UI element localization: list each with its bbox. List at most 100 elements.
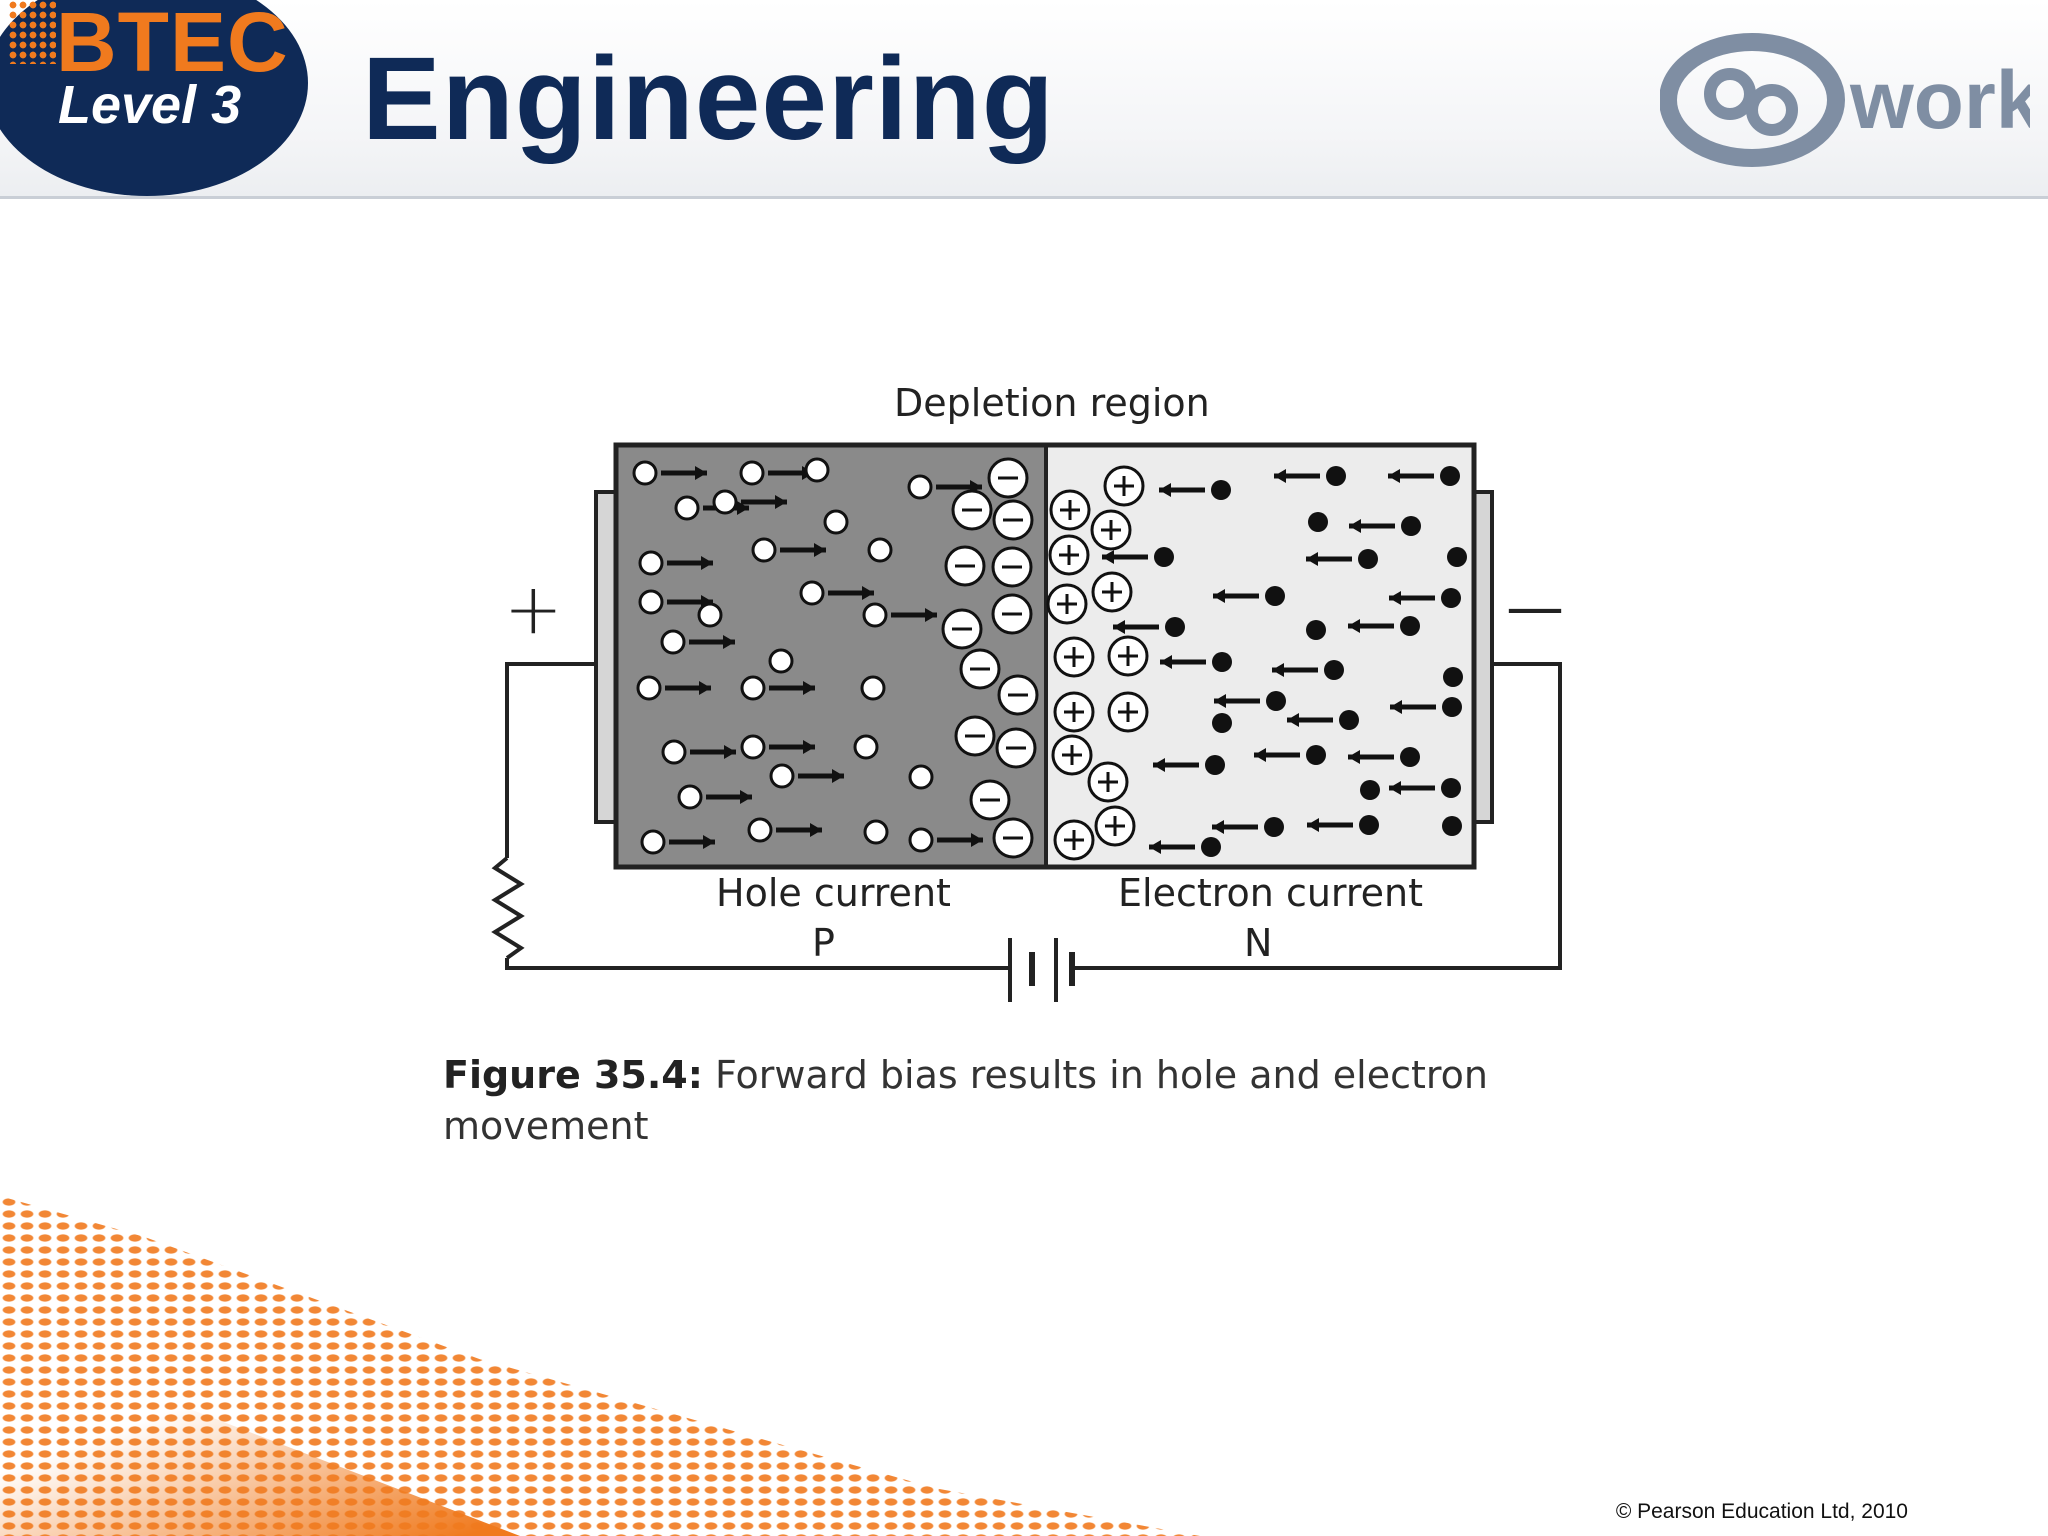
badge-subtitle: Level 3: [58, 75, 242, 135]
hole-carrier: [804, 457, 830, 483]
hole-carrier: [768, 648, 794, 674]
negative-ion-icon: [954, 715, 996, 757]
negative-ion-icon: [995, 727, 1037, 769]
n-type-label: N: [1244, 921, 1273, 965]
hole-carrier: [867, 537, 893, 563]
left-wire: [505, 662, 596, 858]
electron-carrier: [1254, 745, 1326, 765]
figure-number: Figure 35.4:: [443, 1053, 703, 1097]
positive-ion-icon: [1090, 509, 1132, 551]
negative-ion-icon: [944, 545, 986, 587]
electron-carrier: [1390, 697, 1462, 717]
hole-carrier: [908, 827, 983, 853]
electron-current-label: Electron current: [1118, 871, 1424, 915]
electron-carrier: [1348, 747, 1420, 767]
hole-carrier: [740, 675, 815, 701]
hole-carrier: [636, 675, 711, 701]
minus-terminal-label: —: [1506, 573, 1564, 641]
hole-carrier: [799, 580, 874, 606]
negative-ion-icon: [992, 817, 1034, 859]
positive-ion-icon: [1091, 571, 1133, 613]
positive-ion-icon: [1053, 819, 1095, 861]
negative-ion-icon: [992, 499, 1034, 541]
badge-title: BTEC: [56, 0, 289, 89]
p-end-plate: [594, 490, 618, 824]
electron-carrier: [1274, 466, 1346, 486]
positive-ion-icon: [1107, 691, 1149, 733]
electron-carrier: [1389, 778, 1461, 798]
hole-carrier: [712, 489, 787, 515]
hole-carrier: [660, 629, 735, 655]
electron-carrier: [1443, 667, 1463, 687]
logo-female-symbol-icon: [1704, 68, 1756, 120]
hole-carrier: [863, 819, 889, 845]
electron-carrier: [1306, 549, 1378, 569]
negative-ion-icon: [991, 593, 1033, 635]
negative-ion-icon: [941, 608, 983, 650]
electron-carrier: [1160, 652, 1232, 672]
electron-carrier: [1159, 480, 1231, 500]
right-wire: [1072, 662, 1562, 970]
electron-carrier: [1212, 713, 1232, 733]
electron-carrier: [1306, 620, 1326, 640]
hole-carrier: [747, 817, 822, 843]
hole-carrier: [907, 474, 982, 500]
electron-carrier: [1442, 816, 1462, 836]
electron-carrier: [1348, 616, 1420, 636]
electron-carrier: [1149, 837, 1221, 857]
negative-ion-icon: [997, 674, 1039, 716]
electron-carrier: [1272, 660, 1344, 680]
hole-carrier: [632, 460, 707, 486]
hole-carrier: [751, 537, 826, 563]
hole-current-label: Hole current: [716, 871, 951, 915]
negative-ion-icon: [987, 457, 1029, 499]
resistor-icon: [491, 856, 525, 960]
negative-ion-icon: [959, 648, 1001, 690]
p-type-label: P: [812, 921, 835, 965]
depletion-region-label: Depletion region: [894, 381, 1210, 425]
page-title: Engineering: [362, 33, 1055, 165]
electron-carrier: [1447, 547, 1467, 567]
figure-caption: Figure 35.4: Forward bias results in hol…: [443, 1050, 1493, 1152]
hole-carrier: [740, 734, 815, 760]
electron-carrier: [1213, 586, 1285, 606]
positive-ion-icon: [1087, 761, 1129, 803]
negative-ions: [941, 457, 1039, 859]
electron-carrier: [1307, 815, 1379, 835]
electron-carrier: [1388, 466, 1460, 486]
hole-carrier: [640, 829, 715, 855]
plus-terminal-label: +: [504, 568, 563, 650]
copyright-notice: © Pearson Education Ltd, 2010: [1615, 1500, 1908, 1523]
bottom-left-wire: [505, 958, 1010, 970]
positive-ion-icon: [1046, 583, 1088, 625]
electron-carrier: [1153, 755, 1225, 775]
hole-carrier: [823, 509, 849, 535]
electron-carrier: [1102, 547, 1174, 567]
work-logo: work: [1660, 33, 2030, 167]
positive-ion-icon: [1107, 635, 1149, 677]
positive-ion-icon: [1053, 691, 1095, 733]
electron-carrier: [1349, 516, 1421, 536]
electron-carrier: [1212, 817, 1284, 837]
logo-male-symbol-icon: [1746, 84, 1798, 136]
negative-ion-icon: [951, 489, 993, 531]
electron-carrier: [1308, 512, 1328, 532]
hole-carrier: [908, 764, 934, 790]
positive-ion-icon: [1049, 489, 1091, 531]
hole-carrier: [862, 602, 937, 628]
badge-dots-icon: [8, 0, 56, 64]
figure-text: Forward bias results in hole and electro…: [443, 1053, 1489, 1148]
btec-badge: BTEC Level 3: [0, 0, 308, 196]
electron-carriers: [1102, 466, 1467, 857]
logo-ring-icon: [1660, 33, 1845, 167]
positive-ion-icon: [1094, 805, 1136, 847]
hole-carrier: [638, 589, 713, 615]
hole-carrier: [860, 675, 886, 701]
electron-carrier: [1389, 588, 1461, 608]
slide-header: BTEC Level 3 Engineering work: [0, 0, 2048, 199]
electron-carrier: [1113, 617, 1185, 637]
hole-carriers: [632, 457, 983, 855]
electron-carrier: [1360, 780, 1380, 800]
electron-carrier: [1287, 710, 1359, 730]
